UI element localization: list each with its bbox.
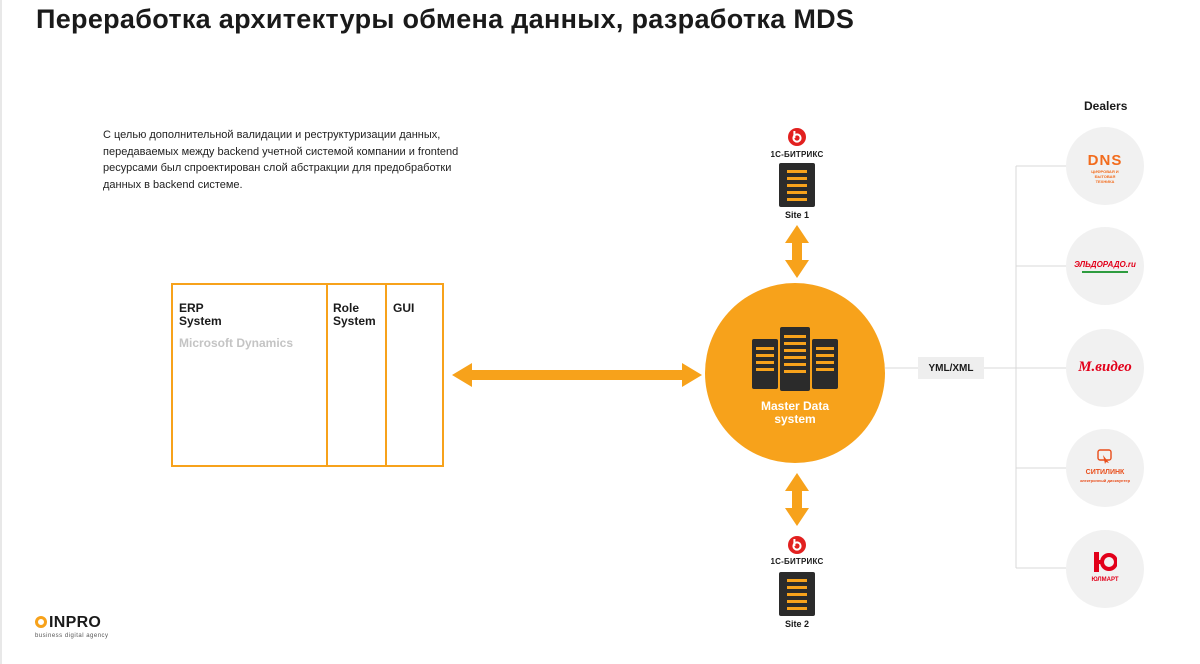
brand-tagline: business digital agency bbox=[35, 633, 109, 639]
mds-label-line1: Master Data bbox=[760, 399, 830, 413]
brand-name: INPRO bbox=[49, 614, 102, 631]
exchange-format-label: YML/XML bbox=[918, 357, 984, 379]
mvideo-logo-text: М.видео bbox=[1078, 359, 1132, 375]
dealer-dns: DNS ЦИФРОВАЯ И БЫТОВАЯ ТЕХНИКА bbox=[1066, 127, 1144, 205]
description-text: С целью дополнительной валидации и рестр… bbox=[103, 129, 459, 191]
bitrix-vendor-label: 1С-БИТРИКС bbox=[770, 150, 824, 159]
bitrix-logo-icon bbox=[788, 536, 806, 554]
erp-vendor-label: Microsoft Dynamics bbox=[179, 336, 294, 350]
erp-label-line2: System bbox=[179, 314, 222, 328]
role-label-line1: Role bbox=[333, 301, 360, 315]
erp-divider-2 bbox=[385, 285, 387, 465]
erp-system-block: ERP System Microsoft Dynamics Role Syste… bbox=[171, 283, 444, 467]
role-label-line2: System bbox=[333, 314, 376, 328]
bitrix-logo-icon bbox=[788, 128, 806, 146]
server-icon bbox=[779, 572, 815, 616]
brand-logo: INPRO bbox=[35, 614, 101, 632]
mds-label: Master Data system bbox=[705, 400, 885, 426]
master-data-system-node: Master Data system bbox=[705, 283, 885, 463]
erp-column-label: ERP System bbox=[179, 302, 222, 328]
bitrix-vendor-label: 1С-БИТРИКС bbox=[770, 557, 824, 566]
citilink-cursor-icon bbox=[1097, 449, 1112, 464]
dns-logo-sub: ЦИФРОВАЯ И БЫТОВАЯ ТЕХНИКА bbox=[1091, 169, 1119, 184]
site1-label: Site 1 bbox=[784, 210, 809, 220]
dealer-eldorado: ЭЛЬДОРАДО.ru bbox=[1066, 227, 1144, 305]
mds-label-line2: system bbox=[774, 412, 816, 426]
eldorado-logo-text: ЭЛЬДОРАДО.ru bbox=[1074, 260, 1136, 269]
eldorado-logo-stripe bbox=[1082, 271, 1128, 273]
citilink-logo-text: СИТИЛИНК bbox=[1085, 469, 1125, 476]
page-title: Переработка архитектуры обмена данных, р… bbox=[36, 4, 855, 34]
role-column-label: Role System bbox=[333, 302, 376, 328]
brand-ring-icon bbox=[35, 616, 47, 628]
gui-column-label: GUI bbox=[393, 301, 415, 315]
server-cluster-icon bbox=[752, 327, 838, 391]
server-icon bbox=[779, 163, 815, 207]
erp-divider-1 bbox=[326, 285, 328, 465]
dealer-ulmart: ЮЛМАРТ bbox=[1066, 530, 1144, 608]
site1-mds-arrow bbox=[785, 225, 809, 278]
citilink-logo-sub: электронный дискаунтер bbox=[1079, 478, 1131, 483]
ulmart-logo-icon bbox=[1094, 552, 1117, 572]
ulmart-logo-text: ЮЛМАРТ bbox=[1091, 577, 1119, 583]
erp-mds-arrow bbox=[452, 363, 702, 387]
site2-mds-arrow bbox=[785, 473, 809, 526]
dealers-title: Dealers bbox=[1084, 99, 1128, 113]
dealer-citilink: СИТИЛИНК электронный дискаунтер bbox=[1066, 429, 1144, 507]
dealer-mvideo: М.видео bbox=[1066, 329, 1144, 407]
erp-label-line1: ERP bbox=[179, 301, 204, 315]
dns-logo-text: DNS bbox=[1087, 152, 1123, 169]
site2-label: Site 2 bbox=[784, 619, 809, 629]
